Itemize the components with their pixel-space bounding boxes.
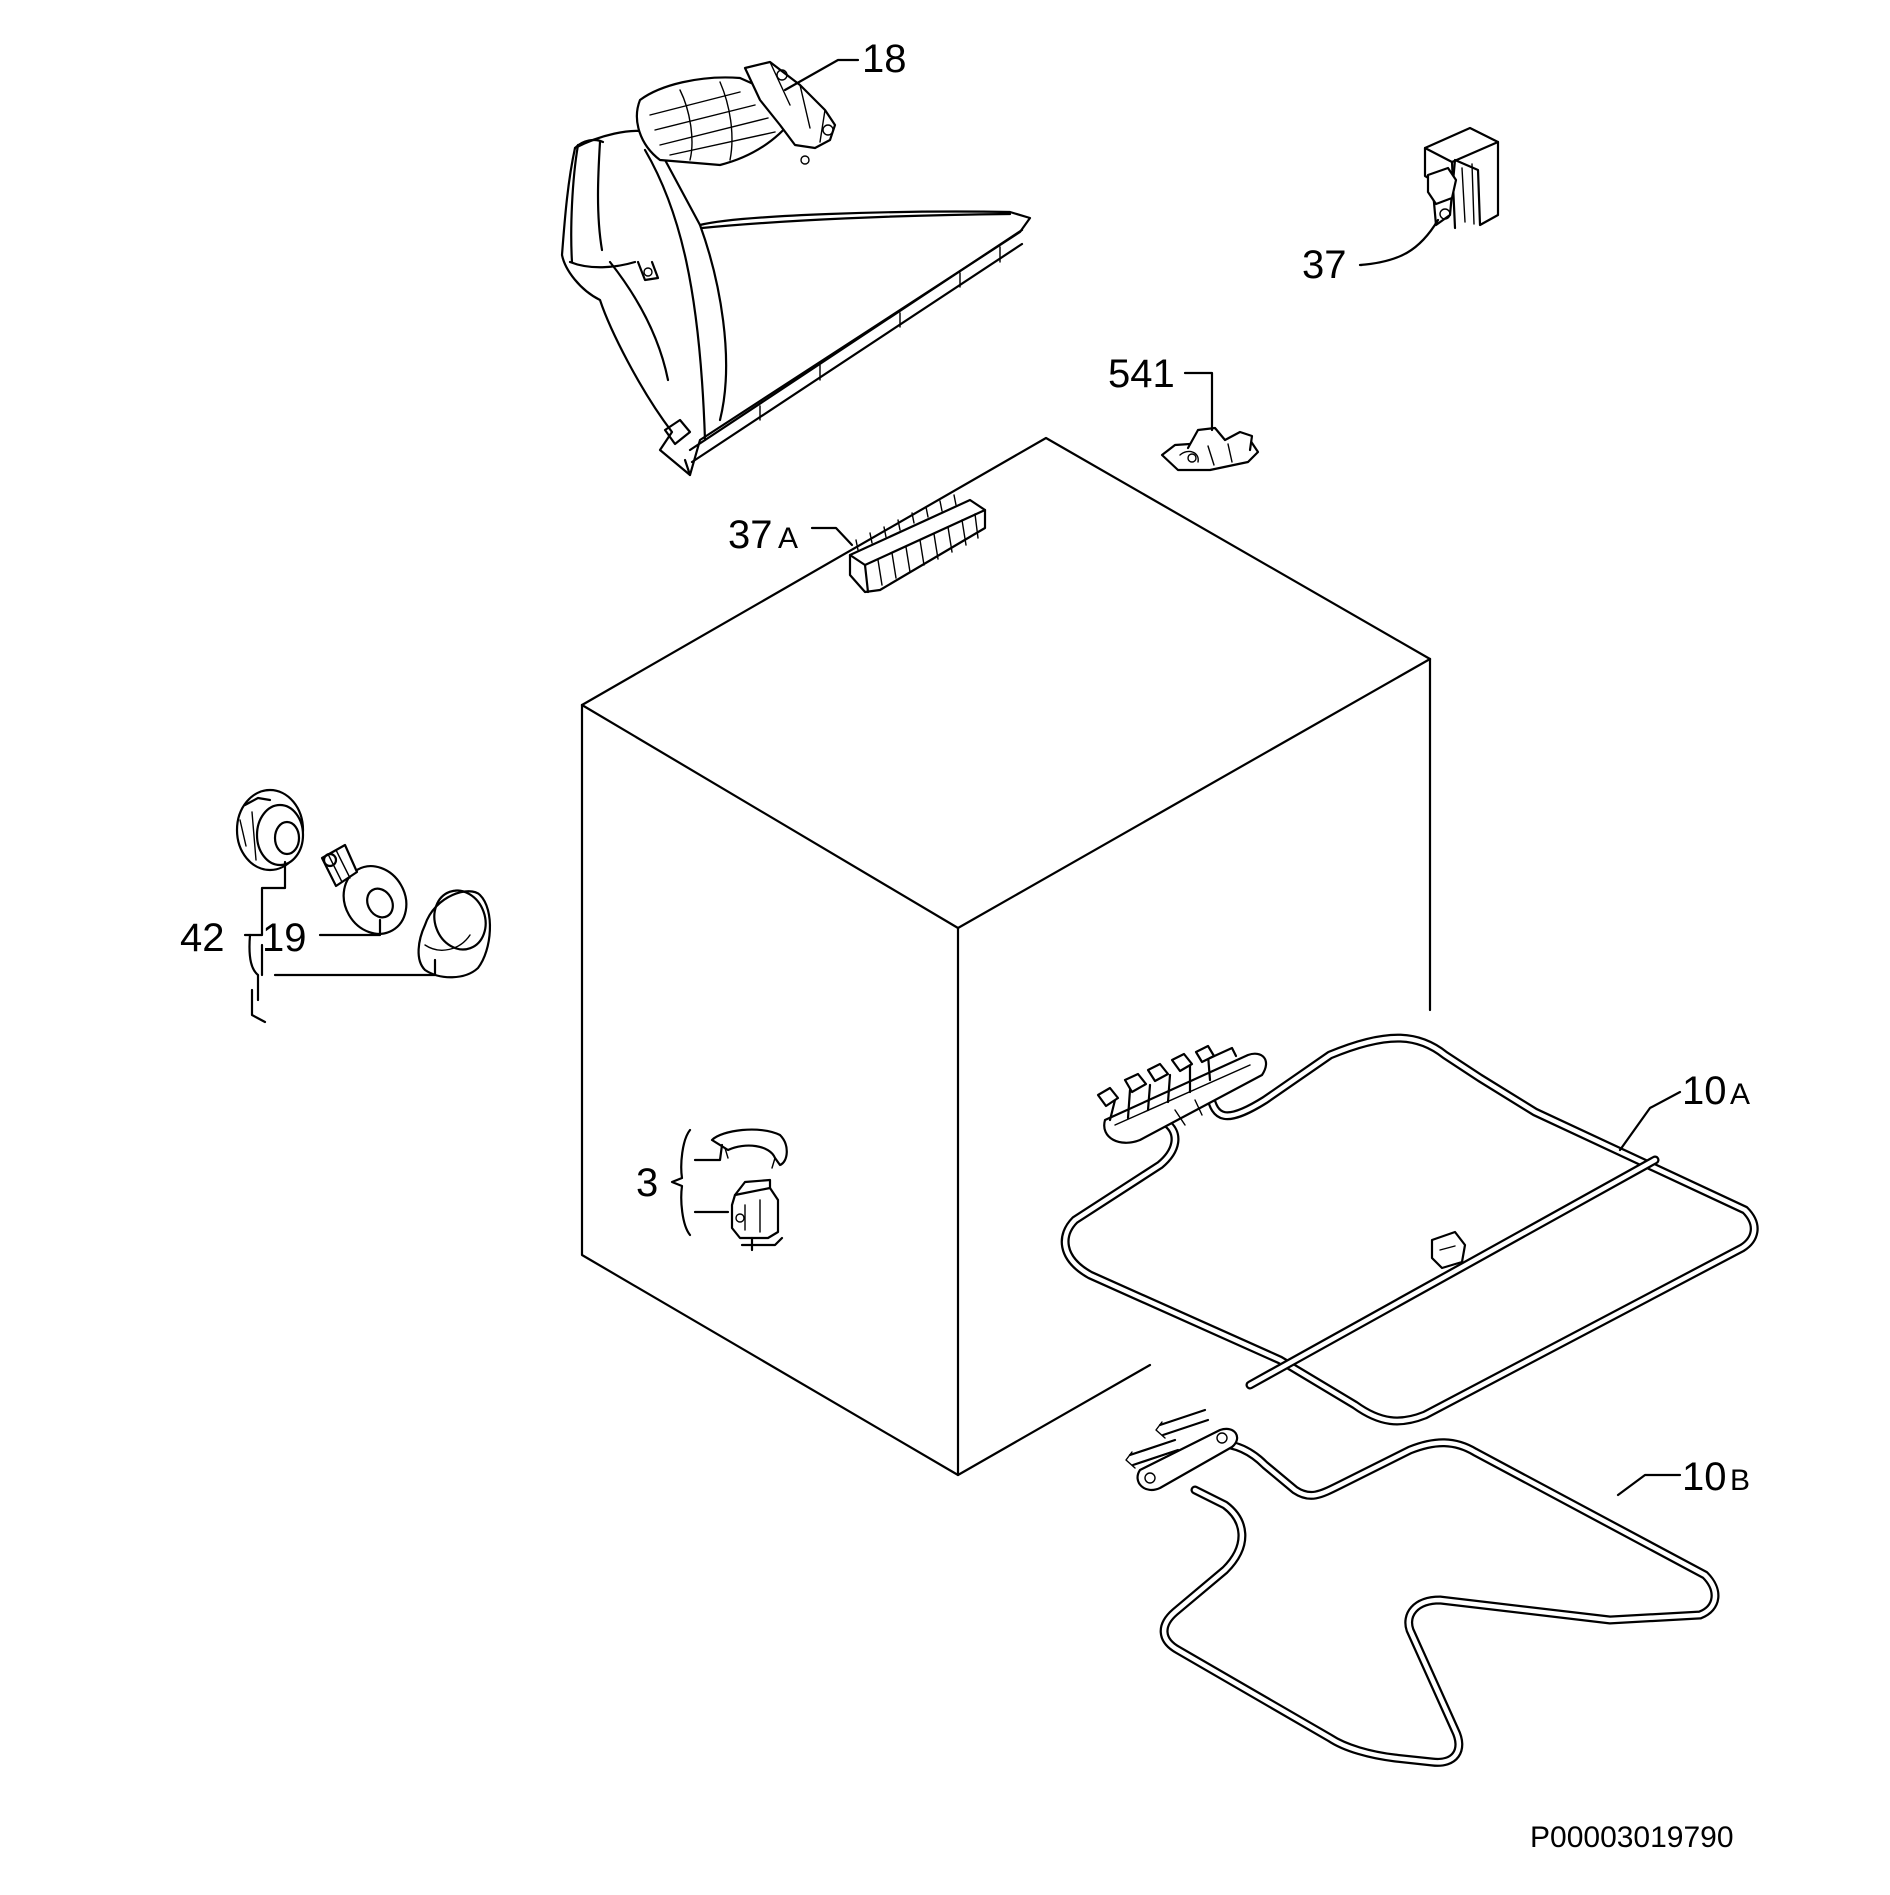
callout-lamp: 42 19 [180,860,437,1024]
top-heating-element-part [1060,1033,1759,1426]
fan-housing [560,60,1032,477]
clip-connector-part [1160,426,1260,472]
lamp-cover [417,889,491,979]
part-number-18: 18 [862,37,907,81]
callout-10a: 10 A [1618,1069,1750,1152]
terminal-block-part [848,494,987,594]
part-number-541: 541 [1108,352,1175,396]
part-number-37: 37 [1302,243,1347,287]
callout-37a: 37 A [728,513,854,557]
part-number-37a: 37 [728,513,773,557]
callout-10b: 10 B [1616,1455,1750,1499]
part-number-3: 3 [636,1161,658,1205]
part-number-10a: 10 [1682,1069,1727,1113]
callout-37: 37 [1302,218,1440,287]
callout-541: 541 [1108,352,1214,432]
oven-cavity-box [580,436,1432,1477]
callout-3: 3 [636,1128,730,1237]
fastener-clips-part [710,1128,788,1252]
bottom-heating-element-part [1125,1408,1720,1767]
part-number-19: 19 [262,916,307,960]
part-suffix-37a: A [778,522,798,555]
diagram-reference-code: P00003019790 [1530,1821,1734,1854]
part-suffix-10b: B [1730,1464,1750,1497]
lamp-holder [235,788,305,872]
part-suffix-10a: A [1730,1078,1750,1111]
callout-18: 18 [783,37,907,92]
part-number-10b: 10 [1682,1455,1727,1499]
part-number-42: 42 [180,916,225,960]
bracket-part [1423,126,1500,230]
lamp-bulb-part [320,843,408,935]
